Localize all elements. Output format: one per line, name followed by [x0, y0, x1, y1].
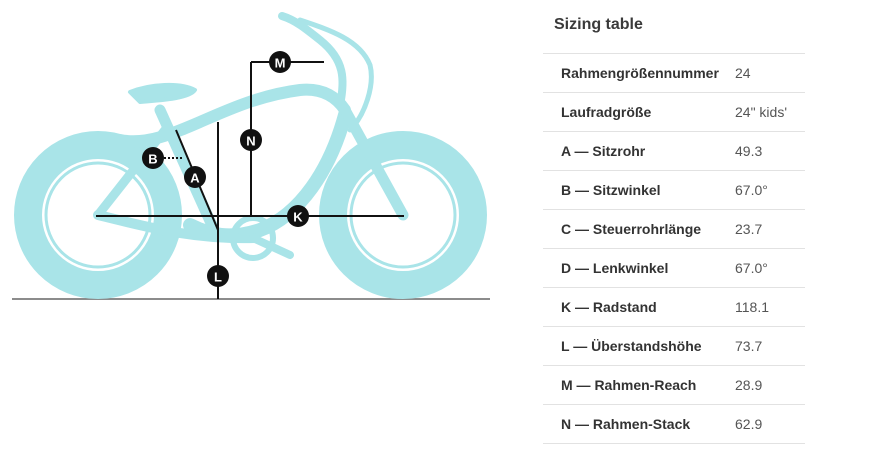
badge-m: M — [269, 51, 291, 73]
table-row: A — Sitzrohr 49.3 — [543, 132, 805, 171]
table-row: Laufradgröße 24" kids' — [543, 93, 805, 132]
row-value: 67.0° — [735, 260, 768, 276]
row-value: 118.1 — [735, 299, 769, 315]
badge-l-label: L — [214, 270, 222, 285]
row-value: 73.7 — [735, 338, 763, 354]
row-value: 23.7 — [735, 221, 763, 237]
badge-b: B — [142, 147, 164, 169]
bike-geometry-diagram: A B K L M N — [12, 12, 490, 300]
row-value: 62.9 — [735, 416, 763, 432]
row-value: 67.0° — [735, 182, 768, 198]
badge-n-label: N — [246, 134, 255, 149]
table-row: M — Rahmen-Reach 28.9 — [543, 366, 805, 405]
row-value: 28.9 — [735, 377, 763, 393]
row-label: A — Sitzrohr — [561, 143, 646, 159]
table-row: K — Radstand 118.1 — [543, 288, 805, 327]
row-label: M — Rahmen-Reach — [561, 377, 697, 393]
bike-illustration: A B K L M N — [12, 12, 490, 300]
badge-k: K — [287, 205, 309, 227]
row-value: 24" kids' — [735, 104, 788, 120]
table-row: N — Rahmen-Stack 62.9 — [543, 405, 805, 444]
row-label: L — Überstandshöhe — [561, 338, 702, 354]
sizing-table: Rahmengrößennummer 24 Laufradgröße 24" kid… — [543, 53, 805, 444]
row-label: N — Rahmen-Stack — [561, 416, 691, 432]
handlebar-stem — [278, 12, 347, 109]
sizing-table-title: Sizing table — [554, 16, 643, 33]
frame-seatstay — [93, 125, 170, 220]
chainring — [230, 215, 276, 261]
table-row: B — Sitzwinkel 67.0° — [543, 171, 805, 210]
row-value: 49.3 — [735, 143, 763, 159]
row-label: D — Lenkwinkel — [561, 260, 669, 276]
row-value: 24 — [735, 65, 751, 81]
table-row: C — Steuerrohrlänge 23.7 — [543, 210, 805, 249]
badge-a: A — [184, 166, 206, 188]
badge-a-label: A — [190, 171, 200, 186]
row-label: B — Sitzwinkel — [561, 182, 661, 198]
table-row: L — Überstandshöhe 73.7 — [543, 327, 805, 366]
row-label: Rahmengrößennummer — [561, 65, 719, 81]
crank-arm — [249, 234, 294, 259]
handlebar-loop — [297, 17, 374, 133]
table-row: D — Lenkwinkel 67.0° — [543, 249, 805, 288]
row-label: C — Steuerrohrlänge — [561, 221, 702, 237]
badge-l: L — [207, 265, 229, 287]
badge-n: N — [240, 129, 262, 151]
saddle — [128, 82, 197, 104]
badge-b-label: B — [148, 152, 157, 167]
badge-k-label: K — [293, 210, 303, 225]
badge-m-label: M — [275, 56, 286, 71]
row-label: Laufradgröße — [561, 104, 652, 120]
row-label: K — Radstand — [561, 299, 657, 315]
table-row: Rahmengrößennummer 24 — [543, 54, 805, 93]
